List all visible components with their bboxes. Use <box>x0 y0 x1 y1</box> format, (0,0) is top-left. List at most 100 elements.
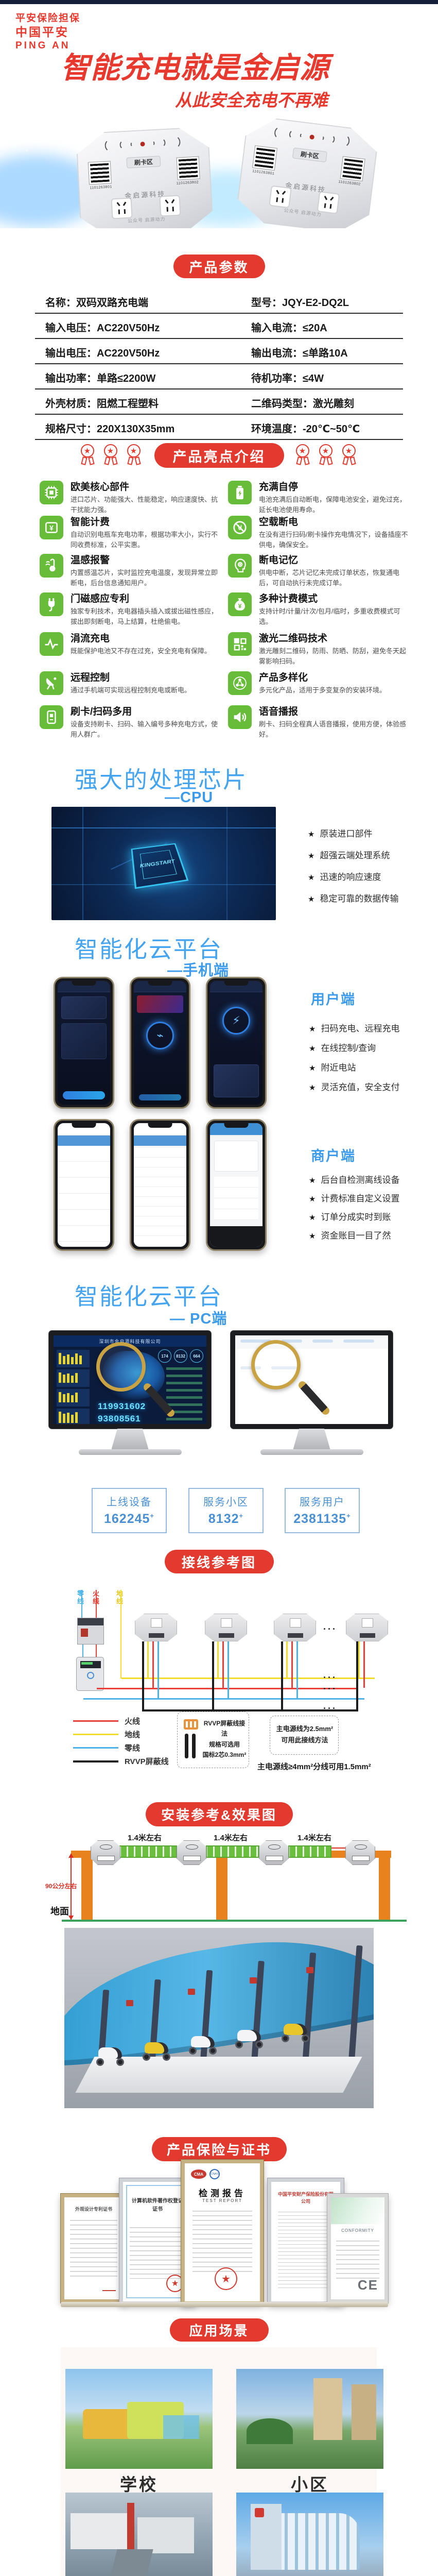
param-input-voltage: 输入电压：AC220V50Hz <box>45 323 160 334</box>
feature-title: 充满自停 <box>259 482 299 493</box>
feature-desc: 进口芯片、功能强大、性能稳定，响应速度快、抗干扰能力强。 <box>71 496 218 514</box>
cpu-chip: KINGSTART <box>131 843 189 889</box>
badge-count: 664 <box>190 1349 203 1363</box>
billing-icon: ¥ <box>40 516 63 539</box>
svg-text:¥: ¥ <box>49 524 54 532</box>
hero-subtitle: 从此安全充电不再难 <box>175 91 328 110</box>
connector-icon <box>184 1719 198 1730</box>
height-arrow-head <box>68 1916 74 1923</box>
stat-value: 162245+ <box>103 1512 155 1526</box>
device-neutral-drop <box>157 1641 159 1698</box>
section-title-params: 产品参数 <box>173 255 265 278</box>
app-screen-statistics: 3470.93 198014.44 <box>58 1123 110 1247</box>
app-action-button <box>63 1091 105 1099</box>
feature-title: 产品多样化 <box>259 672 308 683</box>
report-title: 检测报告 <box>199 2189 246 2198</box>
distance-label: 1.4米左右 <box>128 1834 162 1842</box>
neutral-bus <box>83 1698 364 1700</box>
speaker-arcs-icon <box>274 126 351 148</box>
wiring-device <box>135 1614 177 1641</box>
scenario-label: 小区 <box>291 2475 329 2494</box>
feature-item: 语音播报 刷卡、扫码全程真人语音播报，使用方便，体验感好。 <box>228 704 408 739</box>
dashboard-bar-charts <box>57 1350 90 1424</box>
door-magnet-icon <box>40 592 63 616</box>
stat-value: 8132+ <box>208 1512 244 1526</box>
feature-title: 智能计费 <box>71 517 110 528</box>
billing-modes-icon: ¥ <box>228 592 252 616</box>
feature-item: 充满自停 电池充满后自动断电，保障电池安全，避免过充，延长电池使用寿命。 <box>228 479 408 515</box>
legend-rvvp: RVVP屏蔽线 <box>73 1756 169 1767</box>
feature-desc: 既能保护电池又不存在过充，安全充电有保障。 <box>71 647 212 655</box>
post <box>81 1851 93 1921</box>
voice-icon <box>228 705 252 729</box>
feature-title: 远程控制 <box>71 672 110 683</box>
feature-title: 语音播报 <box>259 706 299 717</box>
star-icon: ★ <box>309 1025 316 1033</box>
certificate-shelf <box>61 2302 388 2307</box>
section-title-highlights: 产品亮点介绍 <box>154 443 284 468</box>
badge-count: 8132 <box>174 1349 187 1363</box>
hero-sparkles <box>46 103 48 105</box>
star-icon: ★ <box>309 1213 316 1222</box>
cpu-bullet: ★原装进口部件 <box>308 829 373 839</box>
legend-line-rvvp <box>73 1760 118 1762</box>
registered-mark: ® <box>397 10 401 16</box>
param-name: 名称：双码双路充电端 <box>45 297 148 309</box>
feature-desc: 在没有进行扫码/刷卡操作充电情况下，设备插座不供电，确保安全。 <box>259 531 408 549</box>
wiring-device <box>346 1614 388 1641</box>
section-title-scenarios: 应用场景 <box>169 2318 269 2342</box>
qr-code-2 <box>177 157 200 179</box>
charging-device-left: 刷卡区 1101263801 1101263802 金启源科技 公众号 启源动力 <box>76 126 214 228</box>
highlights-header: ★ ★ ★ 产品亮点介绍 ★ ★ ★ <box>0 443 438 468</box>
indicator-dot <box>140 141 145 146</box>
feature-item: 涓流充电 既能保护电池又不存在过充，安全充电有保障。 <box>40 631 220 656</box>
feature-title: 激光二维码技术 <box>259 633 328 644</box>
stat-served-users: 服务用户 2381135+ <box>285 1488 360 1533</box>
feature-item: 门磁感应专利 独家专利技术，充电器插头插入或拔出磁性感应，拔出即刻断电，马上结算… <box>40 591 220 626</box>
feature-item: 断电记忆 供电中断，芯片记忆未完成订单状态，恢复通电后，可自动执行未完成订单。 <box>228 552 408 588</box>
stat-label: 服务用户 <box>300 1497 345 1508</box>
mounted-device <box>126 2000 133 2006</box>
remote-icon <box>40 671 63 695</box>
cpu-chip-logo: KINGSTART <box>139 850 177 879</box>
cma-mark: CMA <box>191 2170 206 2179</box>
red-stamp-icon: ★ <box>215 2267 237 2290</box>
legend-neutral: 零线 <box>73 1742 140 1753</box>
device-neutral-drop <box>227 1641 229 1698</box>
diverse-icon <box>228 671 252 695</box>
chip-icon <box>40 481 63 504</box>
star-icon: ★ <box>308 873 315 882</box>
plus-sign: + <box>239 1512 244 1520</box>
ce-mark: CE <box>357 2277 378 2293</box>
scenario-label: 学校 <box>120 2475 158 2494</box>
laser-qr-icon <box>228 632 252 656</box>
distance-label: 1.4米左右 <box>214 1834 248 1842</box>
post <box>216 1851 227 1921</box>
pingan-badge: 平安保险担保 中国平安 PING AN <box>15 12 80 52</box>
device-live-drop <box>363 1641 365 1688</box>
certificate-ce: CONFORMITY CE <box>327 2193 389 2303</box>
user-bullet: ★在线控制/查询 <box>309 1043 376 1053</box>
insurance-line: 平安保险担保 <box>15 13 81 24</box>
qr-number-2: 1101263802 <box>176 180 199 185</box>
install-device <box>345 1840 375 1865</box>
qr-code-1 <box>253 146 277 170</box>
cpu-bullet: ★迅速的响应速度 <box>308 872 381 882</box>
star-icon: ★ <box>309 1083 316 1092</box>
photo-hospital <box>236 2493 383 2576</box>
star-icon: ★ <box>309 1176 316 1185</box>
card-scan-icon <box>40 705 63 729</box>
qr-number-2: 1101263802 <box>338 180 361 187</box>
qr-code-2 <box>341 157 365 181</box>
height-arrow <box>71 1855 72 1920</box>
ellipsis: ··· <box>323 1703 337 1714</box>
install-device <box>91 1840 120 1865</box>
stat-value: 2381135+ <box>293 1512 351 1526</box>
banner-strip <box>288 1845 331 1858</box>
badge-count: 174 <box>158 1349 171 1363</box>
param-output-voltage: 输出电压：AC220V50Hz <box>45 348 160 359</box>
ground-line <box>62 1920 407 1922</box>
ellipsis: ··· <box>323 1624 337 1634</box>
qr-number-1: 1101263801 <box>252 169 275 176</box>
